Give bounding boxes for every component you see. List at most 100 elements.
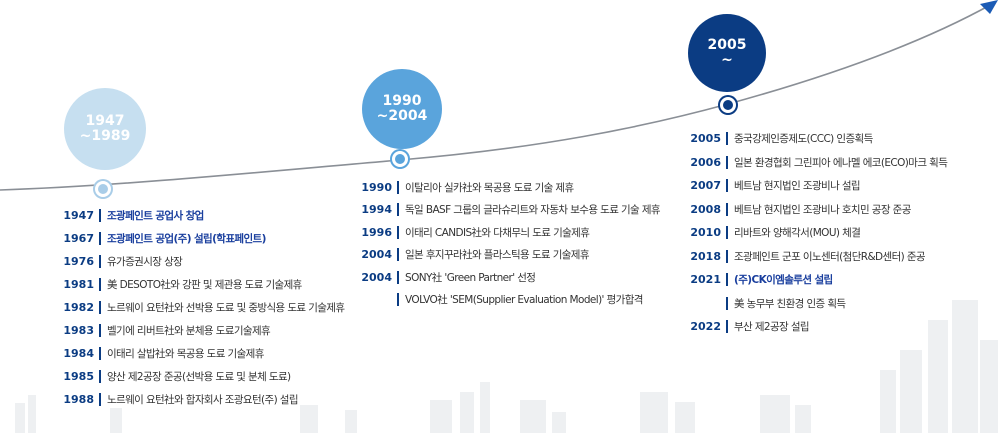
event-year: 1990 xyxy=(361,180,392,194)
event-divider xyxy=(726,296,728,310)
event-year: 1996 xyxy=(361,225,392,239)
period-label-start: 1990 xyxy=(382,93,422,110)
event-year: 2005 xyxy=(690,132,721,146)
timeline-event: 2021(주)CK이엠솔루션 설립 xyxy=(687,268,947,292)
timeline-event: 1984 이태리 살밥社와 목공용 도료 기술제휴 xyxy=(60,342,344,365)
period-label-end: ~ xyxy=(721,52,733,68)
event-divider xyxy=(726,226,728,240)
timeline-event: 1985 양산 제2공장 준공(선박용 도료 및 분체 도료) xyxy=(60,365,344,388)
event-description: 조광페인트 공업사 창업 xyxy=(107,210,204,222)
event-year: 2018 xyxy=(690,249,721,263)
timeline-arrowhead xyxy=(980,0,998,14)
period-label-end: ~2004 xyxy=(376,108,428,124)
event-divider xyxy=(99,278,101,291)
period-bubble-1990: 1990 ~2004 xyxy=(362,69,442,149)
timeline-event: 2008 베트남 현지법인 조광비나 호치민 공장 준공 xyxy=(687,198,947,222)
event-description: 이태리 CANDIS社와 다채무늬 도료 기술제휴 xyxy=(405,226,590,239)
event-year: 1981 xyxy=(63,278,94,291)
event-divider xyxy=(726,155,728,169)
timeline-event: 1996 이태리 CANDIS社와 다채무늬 도료 기술제휴 xyxy=(358,221,660,244)
event-divider xyxy=(397,180,399,194)
timeline-event: 1988 노르웨이 요턴社와 합자회사 조광요턴(주) 설립 xyxy=(60,388,344,411)
period-bubble-2005: 2005 ~ xyxy=(688,14,766,92)
event-divider xyxy=(99,347,101,360)
timeline-event: VOLVO社 'SEM(Supplier Evaluation Model)' … xyxy=(358,289,660,312)
timeline-event: 1981 美 DESOTO社와 강판 및 제관용 도료 기술제휴 xyxy=(60,273,344,296)
event-year: 1985 xyxy=(63,370,94,383)
timeline-event: 2018 조광페인트 군포 이노센터(첨단R&D센터) 준공 xyxy=(687,245,947,269)
event-year: 2022 xyxy=(690,320,721,334)
timeline-dot-1990 xyxy=(392,151,408,167)
timeline-event: 2004 SONY社 'Green Partner' 선정 xyxy=(358,266,660,289)
period-label-start: 1947 xyxy=(85,113,125,130)
timeline-event: 1983 벨기에 리버트社와 분체용 도료기술제휴 xyxy=(60,319,344,342)
timeline-dot-2005 xyxy=(720,97,736,113)
event-description: 노르웨이 요턴社와 합자회사 조광요턴(주) 설립 xyxy=(107,394,299,406)
event-description: VOLVO社 'SEM(Supplier Evaluation Model)' … xyxy=(405,294,643,307)
period-label-start: 2005 xyxy=(707,37,747,54)
event-description: 이태리 살밥社와 목공용 도료 기술제휴 xyxy=(107,348,264,360)
event-divider xyxy=(726,273,728,287)
event-year: 1994 xyxy=(361,203,392,217)
period-bubble-1947: 1947 ~1989 xyxy=(64,88,146,170)
event-year: 1988 xyxy=(63,393,94,406)
event-divider xyxy=(397,248,399,262)
timeline-line xyxy=(0,3,993,191)
event-list-1990-2004: 1990 이탈리아 실카社와 목공용 도료 기술 제휴 1994 독일 BASF 그룹… xyxy=(358,176,661,312)
timeline-event: 2007 베트남 현지법인 조광비나 설립 xyxy=(687,174,947,198)
period-label-end: ~1989 xyxy=(79,128,131,144)
event-divider xyxy=(99,324,101,337)
timeline-event: 1994 독일 BASF 그룹의 글라슈리트와 자동차 보수용 도료 기술 제휴 xyxy=(358,199,661,222)
event-description: 리바트와 양해각서(MOU) 체결 xyxy=(734,227,861,240)
timeline-event: 2022 부산 제2공장 설립 xyxy=(687,315,947,339)
event-year: 2007 xyxy=(690,179,721,193)
event-year: 2010 xyxy=(690,226,721,240)
event-description: 일본 후지꾸라社와 플라스틱용 도료 기술제휴 xyxy=(405,249,590,262)
event-year: 2004 xyxy=(361,248,392,262)
event-description: 이탈리아 실카社와 목공용 도료 기술 제휴 xyxy=(405,181,574,194)
event-description: 베트남 현지법인 조광비나 설립 xyxy=(734,180,861,193)
event-description: 조광페인트 공업(주) 설립(학표페인트) xyxy=(107,233,266,245)
event-description: 독일 BASF 그룹의 글라슈리트와 자동차 보수용 도료 기술 제휴 xyxy=(405,204,661,217)
event-description: (주)CK이엠솔루션 설립 xyxy=(734,274,833,287)
event-divider xyxy=(397,293,399,307)
event-description: 美 DESOTO社와 강판 및 제관용 도료 기술제휴 xyxy=(107,279,302,291)
event-year: 2004 xyxy=(361,270,392,284)
timeline-dot-1947 xyxy=(95,181,111,197)
event-year: 2008 xyxy=(690,202,721,216)
event-year: 1983 xyxy=(63,324,94,337)
event-divider xyxy=(99,255,101,268)
timeline-event: 2010 리바트와 양해각서(MOU) 체결 xyxy=(687,221,947,245)
event-divider xyxy=(397,203,399,217)
timeline-event: 2005 중국강제인증제도(CCC) 인증획득 xyxy=(687,127,947,151)
event-year: 2006 xyxy=(690,155,721,169)
event-description: 부산 제2공장 설립 xyxy=(734,321,810,334)
timeline-event: 1990 이탈리아 실카社와 목공용 도료 기술 제휴 xyxy=(358,176,660,199)
event-description: SONY社 'Green Partner' 선정 xyxy=(405,271,536,284)
timeline-event: 美 농무부 친환경 인증 획득 xyxy=(687,292,947,316)
event-description: 美 농무부 친환경 인증 획득 xyxy=(734,297,846,310)
timeline-event: 2006 일본 환경협회 그린피아 에나멜 에코(ECO)마크 획득 xyxy=(687,151,948,175)
timeline-event: 1982 노르웨이 요턴社와 선박용 도료 및 중방식용 도료 기술제휴 xyxy=(60,296,345,319)
event-year: 1967 xyxy=(63,232,94,245)
event-description: 일본 환경협회 그린피아 에나멜 에코(ECO)마크 획득 xyxy=(734,156,948,169)
event-divider xyxy=(726,320,728,334)
event-description: 벨기에 리버트社와 분체용 도료기술제휴 xyxy=(107,325,271,337)
event-year: 1947 xyxy=(63,209,94,222)
event-description: 베트남 현지법인 조광비나 호치민 공장 준공 xyxy=(734,203,911,216)
event-description: 노르웨이 요턴社와 선박용 도료 및 중방식용 도료 기술제휴 xyxy=(107,302,345,314)
event-year: 1984 xyxy=(63,347,94,360)
event-description: 양산 제2공장 준공(선박용 도료 및 분체 도료) xyxy=(107,371,291,383)
timeline-event: 1976 유가증권시장 상장 xyxy=(60,250,344,273)
timeline-event: 1947 조광페인트 공업사 창업 xyxy=(60,204,344,227)
event-year: 1982 xyxy=(63,301,94,314)
event-year: 1976 xyxy=(63,255,94,268)
event-divider xyxy=(99,232,101,245)
event-description: 조광페인트 군포 이노센터(첨단R&D센터) 준공 xyxy=(734,250,926,263)
event-divider xyxy=(726,202,728,216)
event-description: 중국강제인증제도(CCC) 인증획득 xyxy=(734,133,873,146)
event-description: 유가증권시장 상장 xyxy=(107,256,183,268)
timeline-event: 2004 일본 후지꾸라社와 플라스틱용 도료 기술제휴 xyxy=(358,244,660,267)
